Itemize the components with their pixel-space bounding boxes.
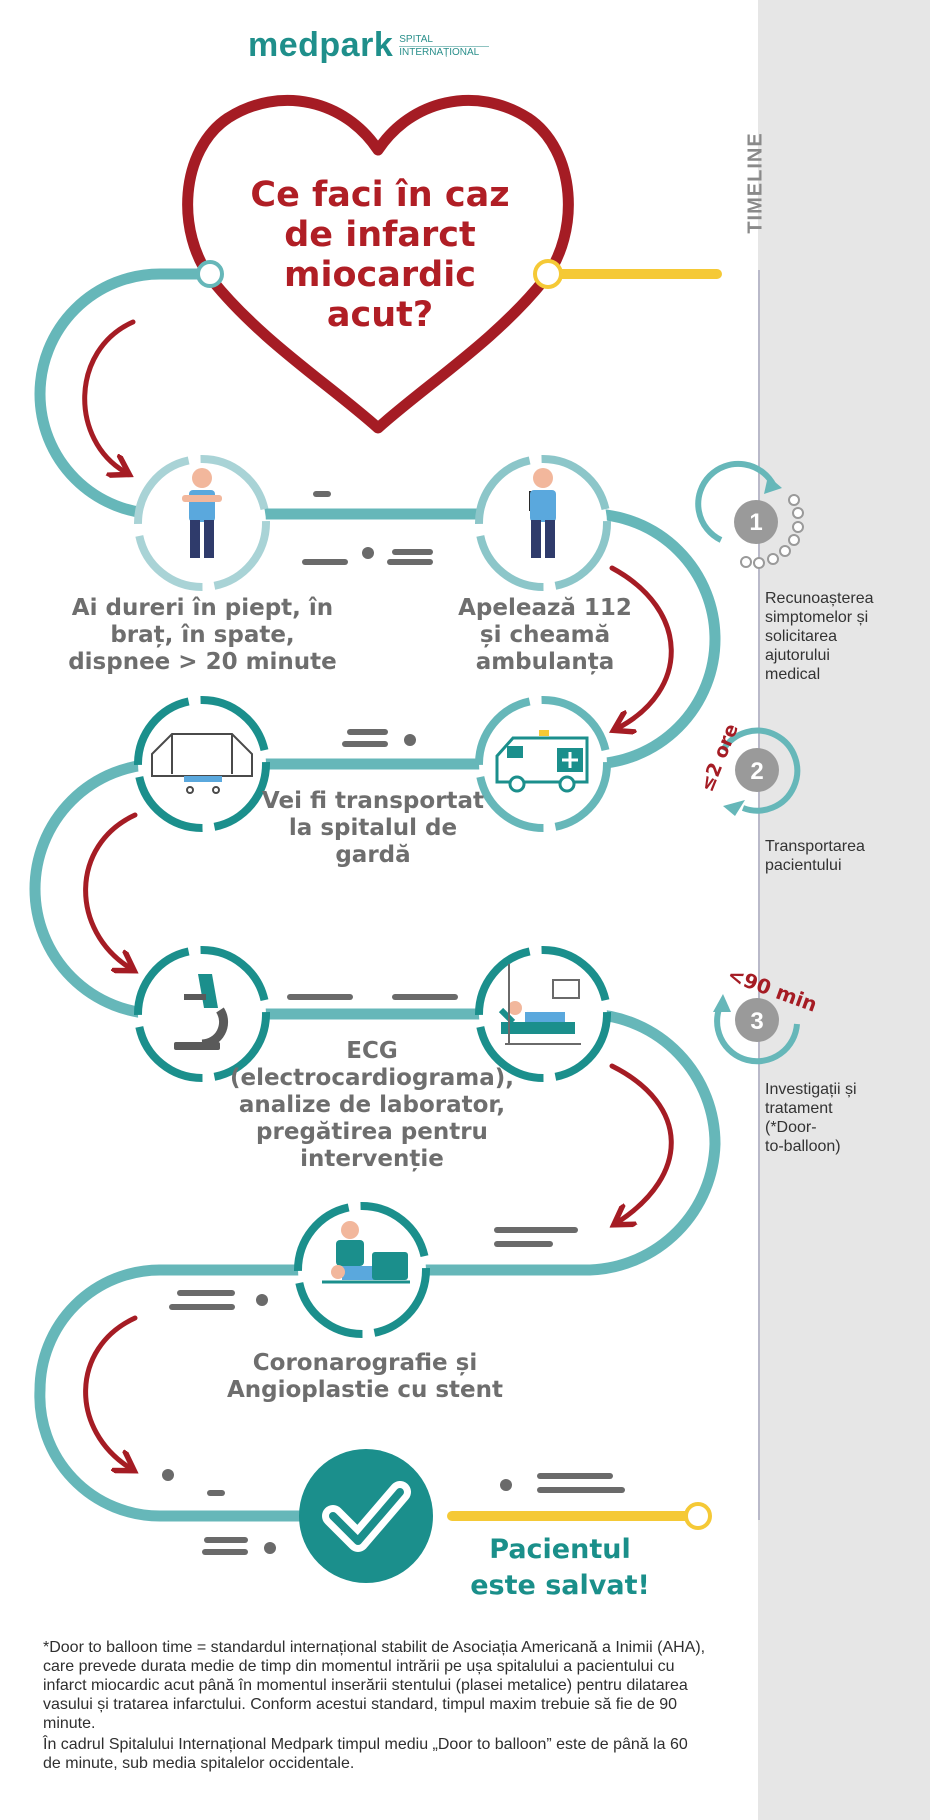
logo-sub-line1: SPITAL (399, 34, 490, 47)
timeline-number-3: 3 (750, 1008, 763, 1035)
timeline-2-line-2: pacientului (765, 857, 842, 874)
step-circle-3 (134, 696, 270, 832)
ambulance-icon (495, 730, 589, 793)
step-4-text: ECG (electrocardiograma), analize de lab… (222, 1038, 522, 1173)
timeline-badge-3 (713, 994, 800, 1065)
step-circles (134, 455, 611, 1338)
microscope-icon (174, 974, 229, 1050)
timeline-step-3-text: Investigații și tratament (*Door- to-bal… (765, 1080, 895, 1156)
step-4-line-1: ECG (346, 1038, 398, 1064)
timeline-number-1: 1 (749, 509, 762, 536)
teal-path (29, 268, 721, 1522)
step-circle-2 (475, 455, 611, 591)
timeline-tag-2: ≤2 ore (696, 721, 743, 795)
timeline-badge-1 (695, 460, 804, 569)
timeline-3-line-1: Investigații și (765, 1081, 857, 1098)
timeline-1-line-5: medical (765, 666, 821, 683)
step-2-line-3: ambulanța (475, 649, 615, 675)
person-phone-icon (529, 468, 556, 558)
timeline-3-line-4: to-balloon) (765, 1138, 841, 1155)
step-3-text: Vei fi transportat la spitalul de gardă (258, 788, 488, 869)
step-1-text: Ai dureri în piept, în braț, în spate, d… (60, 595, 345, 676)
step-5-line-1: Coronarografie și (252, 1350, 478, 1376)
timeline-1-line-1: Recunoașterea (765, 590, 874, 607)
title-line-4: acut? (326, 295, 434, 335)
step-4-line-4: pregătirea pentru (256, 1119, 488, 1145)
step-4-line-3: analize de laborator, (238, 1092, 506, 1118)
logo-sub-line2: INTERNAȚIONAL (399, 47, 480, 58)
final-line-2: este salvat! (470, 1570, 650, 1601)
step-2-text: Apelează 112 și cheamă ambulanța (445, 595, 645, 676)
timeline-1-line-3: solicitarea (765, 628, 838, 645)
timeline-3-line-3: (*Door- (765, 1119, 817, 1136)
checkmark-icon (322, 1481, 411, 1552)
title-line-2: de infarct (284, 215, 476, 255)
patient-bed-icon (498, 964, 581, 1045)
timeline-heading: TIMELINE (741, 125, 771, 240)
step-1-line-2: braț, în spate, (110, 622, 295, 648)
timeline-1-line-2: simptomelor și (765, 609, 869, 626)
step-4-line-5: intervenție (300, 1146, 444, 1172)
person-chest-pain-icon (182, 468, 222, 558)
timeline-badge-2 (720, 727, 801, 816)
logo-wordmark: medpark (248, 26, 394, 64)
hospital-stretcher-icon (151, 733, 253, 794)
final-line-1: Pacientul (489, 1534, 631, 1565)
step-5-line-2: Angioplastie cu stent (226, 1377, 504, 1403)
step-circle-1 (134, 455, 270, 591)
step-2-line-1: Apelează 112 (458, 595, 632, 621)
red-arrows (82, 319, 674, 1468)
timeline-heading-text: TIMELINE (744, 131, 767, 234)
medpark-logo: medpark SPITAL INTERNAȚIONAL (248, 26, 490, 64)
step-circle-5 (134, 946, 270, 1082)
teal-start-node (196, 260, 224, 288)
decor-dots (162, 547, 512, 1554)
timeline-step-1-text: Recunoașterea simptomelor și solicitarea… (765, 589, 895, 684)
step-1-line-1: Ai dureri în piept, în (71, 595, 334, 621)
footnote-paragraph-1: *Door to balloon time = standardul inter… (43, 1639, 706, 1732)
step-3-line-1: Vei fi transportat (261, 788, 485, 814)
yellow-start-node (533, 259, 563, 289)
step-4-line-2: (electrocardiograma), (229, 1065, 515, 1091)
timeline-number-2: 2 (750, 758, 763, 785)
timeline-1-line-4: ajutorului (765, 647, 830, 664)
logo-subtitle: SPITAL INTERNAȚIONAL (399, 34, 490, 58)
step-5-text: Coronarografie și Angioplastie cu stent (215, 1350, 515, 1404)
timeline-3-line-2: tratament (765, 1100, 833, 1117)
timeline-2-line-1: Transportarea (765, 838, 865, 855)
timeline-step-2-text: Transportarea pacientului (765, 837, 895, 875)
title-line-1: Ce faci în caz (250, 175, 510, 215)
timeline-sidebar (758, 0, 930, 1820)
step-2-line-2: și cheamă (479, 622, 611, 648)
footnote-paragraph-2: În cadrul Spitalului Internațional Medpa… (43, 1736, 688, 1772)
title-line-3: miocardic (284, 255, 476, 295)
yellow-end-node (684, 1502, 712, 1530)
step-1-line-3: dispnee > 20 minute (68, 649, 337, 675)
final-message: Pacientul este salvat! (450, 1532, 670, 1604)
decor-dashes (169, 491, 625, 1555)
footnote: *Door to balloon time = standardul inter… (43, 1638, 708, 1775)
page-title: Ce faci în caz de infarct miocardic acut… (230, 175, 530, 335)
step-3-line-3: gardă (335, 842, 411, 868)
step-3-line-2: la spitalul de (288, 815, 458, 841)
surgeon-icon (322, 1221, 410, 1284)
